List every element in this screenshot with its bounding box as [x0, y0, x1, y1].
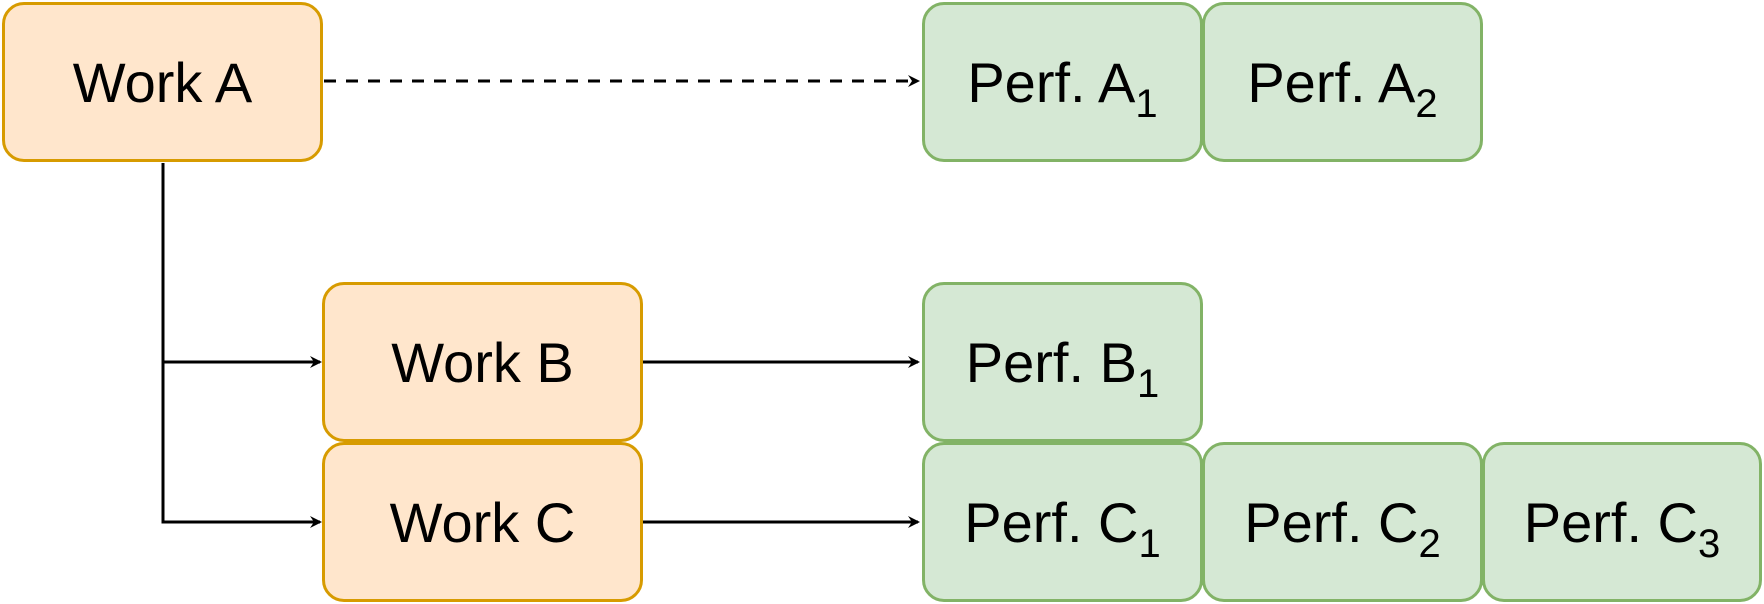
work-a-node: Work A	[2, 2, 323, 162]
perf-b1-label: Perf. B1	[965, 330, 1160, 406]
work-c-node: Work C	[322, 442, 643, 602]
perf-a2-node: Perf. A2	[1202, 2, 1483, 162]
perf-c3-node: Perf. C3	[1482, 442, 1762, 602]
work-a-label: Work A	[72, 50, 253, 114]
perf-a2-label: Perf. A2	[1247, 50, 1438, 126]
perf-c2-label: Perf. C2	[1244, 490, 1441, 566]
perf-c1-node: Perf. C1	[922, 442, 1203, 602]
perf-c3-label: Perf. C3	[1523, 490, 1721, 566]
perf-c1-label: Perf. C1	[964, 490, 1161, 566]
work-c-label: Work C	[389, 490, 576, 554]
work-b-node: Work B	[322, 282, 643, 442]
perf-c2-node: Perf. C2	[1202, 442, 1483, 602]
perf-a1-label: Perf. A1	[967, 50, 1158, 126]
edge-work-a-to-work-c	[161, 362, 322, 528]
perf-a1-node: Perf. A1	[922, 2, 1203, 162]
work-b-label: Work B	[391, 330, 574, 394]
perf-b1-node: Perf. B1	[922, 282, 1203, 442]
edge-work-a-to-work-b	[161, 163, 322, 368]
